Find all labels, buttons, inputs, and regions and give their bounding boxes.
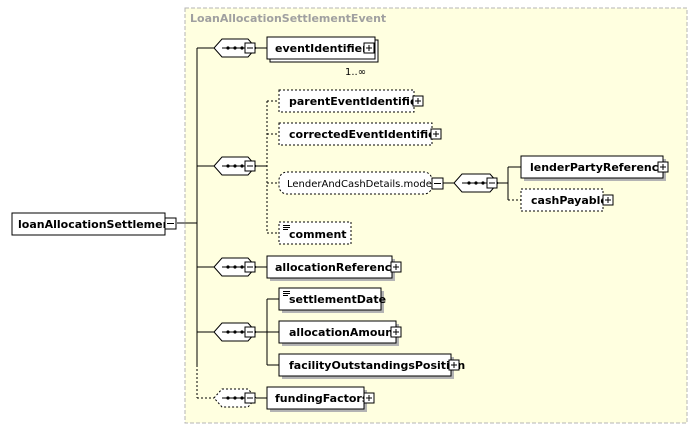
element-fundingFactors[interactable]: fundingFactors [266, 386, 375, 412]
element-fundingFactors-label: fundingFactors [275, 392, 369, 405]
expand-icon[interactable] [602, 194, 614, 206]
element-allocationReference-label: allocationReference [275, 261, 399, 274]
expand-icon[interactable] [390, 261, 402, 273]
element-allocationAmount-label: allocationAmount [289, 326, 398, 339]
element-settlementDate-label: settlementDate [289, 293, 386, 306]
root-element-label: loanAllocationSettlement [18, 218, 176, 231]
element-correctedEventIdentifier-label: correctedEventIdentifier [289, 128, 442, 141]
simple-content-icon [283, 291, 290, 296]
sequence-compositor-3[interactable] [453, 173, 499, 193]
element-comment[interactable]: comment [278, 221, 352, 245]
element-cashPayable-label: cashPayable [531, 194, 608, 207]
cardinality-label: 1..∞ [345, 67, 366, 78]
sequence-compositor-6[interactable] [213, 388, 257, 408]
connectors [177, 47, 521, 399]
element-parentEventIdentifier[interactable]: parentEventIdentifier [278, 89, 424, 113]
root-element[interactable]: loanAllocationSettlement [11, 212, 177, 236]
collapse-icon[interactable] [164, 217, 177, 230]
expand-icon[interactable] [412, 95, 424, 107]
sequence-compositor-1[interactable] [213, 38, 257, 58]
element-correctedEventIdentifier[interactable]: correctedEventIdentifier [278, 122, 442, 146]
element-eventIdentifier[interactable]: eventIdentifier 1..∞ [266, 36, 379, 78]
element-allocationReference[interactable]: allocationReference [266, 255, 402, 281]
simple-content-icon [283, 225, 290, 230]
expand-icon[interactable] [448, 359, 460, 371]
sequence-compositor-2[interactable] [213, 156, 257, 176]
expand-icon[interactable] [430, 128, 442, 140]
group-lenderAndCashDetails[interactable]: LenderAndCashDetails.model [278, 171, 444, 195]
expand-icon[interactable] [390, 326, 402, 338]
element-parentEventIdentifier-label: parentEventIdentifier [289, 95, 423, 108]
type-title: LoanAllocationSettlementEvent [190, 12, 386, 25]
element-lenderPartyReference[interactable]: lenderPartyReference [520, 155, 669, 181]
element-cashPayable[interactable]: cashPayable [520, 188, 614, 212]
group-lenderAndCashDetails-label: LenderAndCashDetails.model [287, 179, 435, 190]
element-eventIdentifier-label: eventIdentifier [275, 42, 368, 55]
element-allocationAmount[interactable]: allocationAmount [278, 320, 402, 346]
expand-icon[interactable] [363, 42, 375, 54]
sequence-compositor-4[interactable] [213, 257, 257, 277]
expand-icon[interactable] [657, 161, 669, 173]
expand-icon[interactable] [363, 392, 375, 404]
element-facilityOutstandingsPosition[interactable]: facilityOutstandingsPosition [278, 353, 465, 379]
element-settlementDate[interactable]: settlementDate [278, 287, 386, 313]
element-comment-label: comment [289, 228, 347, 241]
sequence-compositor-5[interactable] [213, 322, 257, 342]
element-facilityOutstandingsPosition-label: facilityOutstandingsPosition [289, 359, 465, 372]
collapse-icon[interactable] [431, 177, 444, 190]
element-lenderPartyReference-label: lenderPartyReference [530, 161, 666, 174]
